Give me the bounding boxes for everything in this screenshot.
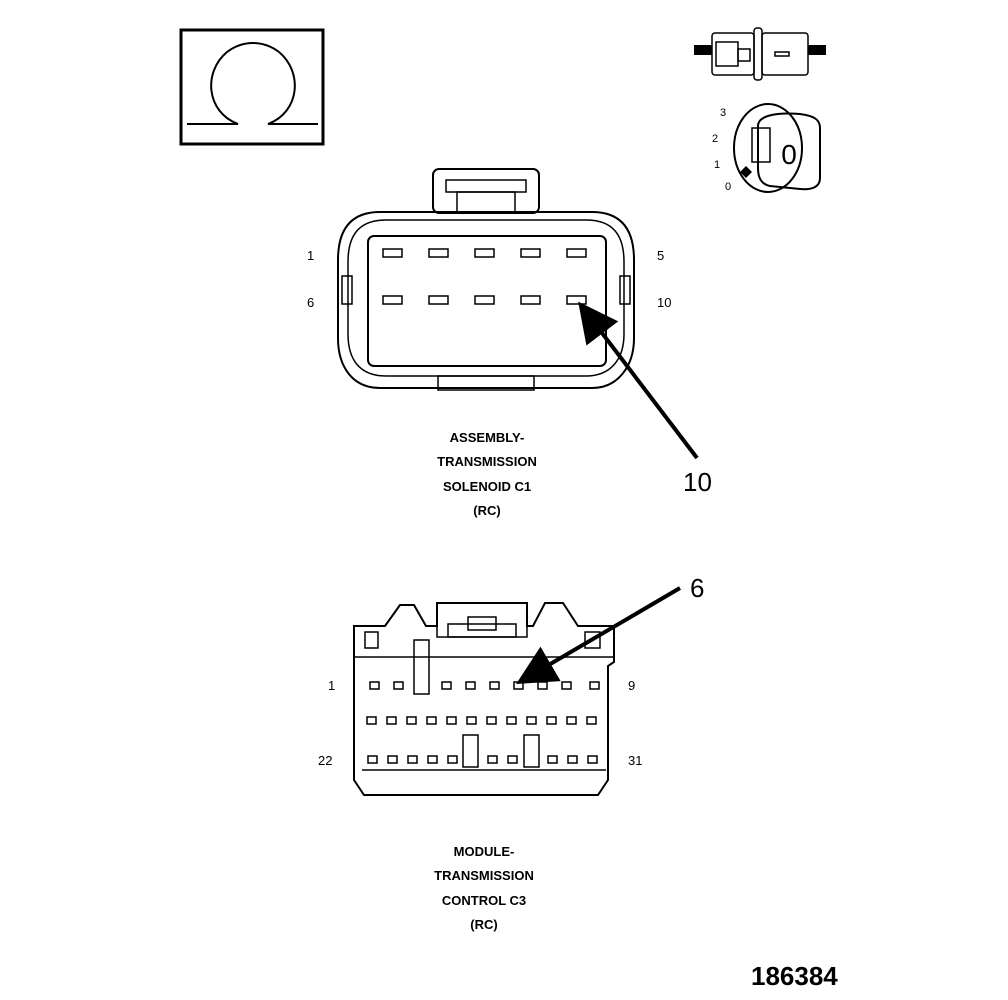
c1-pin-5 <box>566 248 587 258</box>
c3-pin-8 <box>561 681 572 690</box>
switch-icon <box>694 27 826 81</box>
c3-label-pin-22: 22 <box>318 753 332 768</box>
figure-id: 186384 <box>751 961 838 991</box>
c3-callout-label: 6 <box>690 573 704 603</box>
c1-pin-6 <box>382 295 403 305</box>
c3-pin-21 <box>586 716 597 725</box>
c3-pin-28 <box>507 755 518 764</box>
c3-pin-14 <box>446 716 457 725</box>
rotary-switch-icon: 3 2 1 0 0 <box>712 103 821 193</box>
c3-pin-4 <box>465 681 476 690</box>
switch-position-2: 2 <box>712 133 718 145</box>
c3-caption-line-4: (RC) <box>470 917 497 932</box>
c3-pin-2 <box>393 681 404 690</box>
c1-caption-line-2: TRANSMISSION <box>437 454 537 469</box>
c3-pin-23 <box>387 755 398 764</box>
c3-pin-18 <box>526 716 537 725</box>
c3-pin-12 <box>406 716 417 725</box>
c1-pin-3 <box>474 248 495 258</box>
c3-pins <box>366 681 600 764</box>
c1-caption-line-1: ASSEMBLY- <box>450 430 525 445</box>
c1-label-pin-10: 10 <box>657 295 671 310</box>
c1-pins <box>382 248 587 305</box>
c3-pin-30 <box>567 755 578 764</box>
c3-pin-31 <box>587 755 598 764</box>
c3-label-pin-31: 31 <box>628 753 642 768</box>
c3-pin-26 <box>447 755 458 764</box>
c3-pin-5 <box>489 681 500 690</box>
c3-pin-13 <box>426 716 437 725</box>
c3-label-pin-1: 1 <box>328 678 335 693</box>
c3-pin-10 <box>366 716 377 725</box>
c1-pin-2 <box>428 248 449 258</box>
c3-pin-24 <box>407 755 418 764</box>
c3-pin-22 <box>367 755 378 764</box>
c3-pin-1 <box>369 681 380 690</box>
switch-position-1: 1 <box>714 159 720 171</box>
ohmmeter-icon <box>179 28 325 146</box>
c3-pin-27 <box>487 755 498 764</box>
c3-pin-20 <box>566 716 577 725</box>
c3-caption-line-3: CONTROL C3 <box>442 893 526 908</box>
c1-pin-7 <box>428 295 449 305</box>
c3-pin-9 <box>589 681 600 690</box>
connector-c3: 1 9 22 31 6 MODULE- TRANSMISSION CONTROL… <box>318 573 704 932</box>
switch-position-3: 3 <box>720 107 726 119</box>
c3-pin-7 <box>537 681 548 690</box>
c3-pin-29 <box>547 755 558 764</box>
switch-position-0: 0 <box>725 181 731 193</box>
c1-pin-10 <box>566 295 587 305</box>
c1-label-pin-5: 5 <box>657 248 664 263</box>
c3-pin-11 <box>386 716 397 725</box>
c3-pin-3 <box>441 681 452 690</box>
key-label: 0 <box>781 139 797 170</box>
c1-callout-arrow <box>578 301 699 460</box>
c3-pin-6 <box>513 681 524 690</box>
c1-callout-label: 10 <box>683 467 712 497</box>
c1-label-pin-6: 6 <box>307 295 314 310</box>
c3-pin-16 <box>486 716 497 725</box>
c1-pin-9 <box>520 295 541 305</box>
c3-caption-line-2: TRANSMISSION <box>434 868 534 883</box>
c3-caption-line-1: MODULE- <box>454 844 515 859</box>
c3-pin-15 <box>466 716 477 725</box>
c3-pin-25 <box>427 755 438 764</box>
c3-pin-17 <box>506 716 517 725</box>
c1-pin-4 <box>520 248 541 258</box>
c3-callout-arrow <box>516 586 682 685</box>
c1-caption-line-3: SOLENOID C1 <box>443 479 531 494</box>
connector-c1: 1 5 6 10 10 ASSEMBLY- TRANSMISSION SOLEN… <box>307 168 712 518</box>
c3-label-pin-9: 9 <box>628 678 635 693</box>
c3-pin-19 <box>546 716 557 725</box>
c1-pin-8 <box>474 295 495 305</box>
c1-label-pin-1: 1 <box>307 248 314 263</box>
c1-caption-line-4: (RC) <box>473 503 500 518</box>
c1-pin-1 <box>382 248 403 258</box>
